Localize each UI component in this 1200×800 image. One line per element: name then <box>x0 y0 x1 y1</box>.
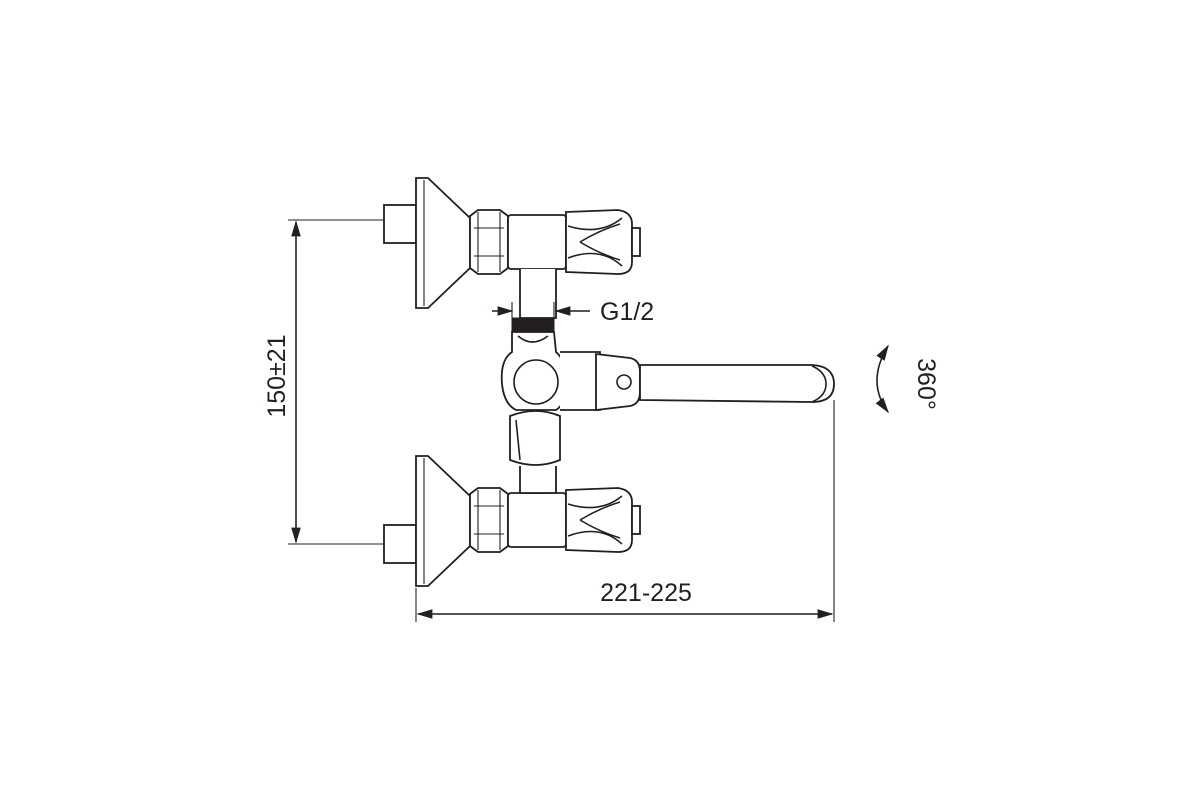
width-label: 221-225 <box>600 579 692 607</box>
upper-hex-nut <box>469 209 509 275</box>
upper-valve-body <box>507 214 567 270</box>
height-dimension: 150±21 <box>263 219 384 545</box>
spout-arm <box>639 364 835 403</box>
central-body <box>500 269 835 494</box>
lower-valve-body <box>507 492 567 548</box>
rotation-label: 360° <box>912 358 940 410</box>
lower-valve-assembly <box>383 455 641 587</box>
lower-handle-cap <box>631 505 641 535</box>
mixing-body <box>500 331 567 411</box>
upper-handle-cap <box>631 227 641 257</box>
upper-valve-assembly <box>383 177 641 309</box>
lower-connector <box>519 466 557 494</box>
upper-inlet-stub <box>383 204 417 244</box>
lower-handle <box>565 487 633 553</box>
hub-screw <box>616 374 632 390</box>
spout-hub <box>595 352 641 412</box>
rotation-indicator: 360° <box>875 344 940 414</box>
width-dimension: 221-225 <box>415 400 835 622</box>
thread-dimension: G1/2 <box>492 298 654 326</box>
upper-connector <box>519 269 557 319</box>
height-label: 150±21 <box>263 334 291 417</box>
lower-inlet-stub <box>383 524 417 564</box>
rotation-arc <box>875 344 889 414</box>
thread-label: G1/2 <box>600 298 654 326</box>
upper-handle <box>565 209 633 275</box>
ball-joint <box>513 359 559 405</box>
diverter-sleeve <box>509 410 561 466</box>
lower-hex-nut <box>469 487 509 553</box>
thread-band <box>511 317 555 333</box>
